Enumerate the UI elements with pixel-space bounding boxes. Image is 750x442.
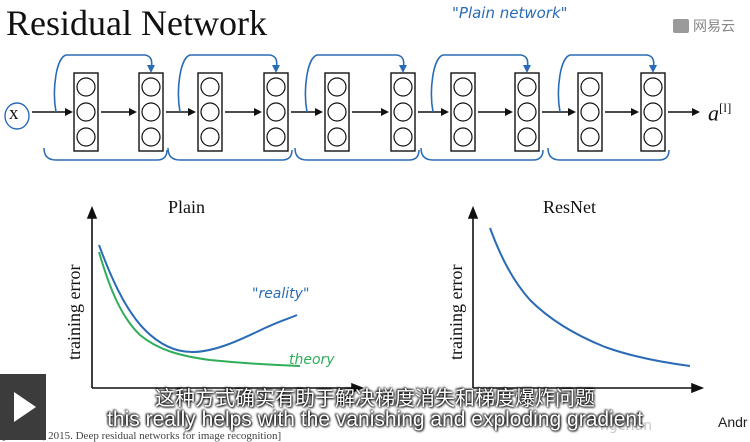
input-node bbox=[4, 102, 30, 130]
neuron bbox=[327, 102, 347, 122]
neuron bbox=[580, 127, 600, 147]
arrow-head bbox=[381, 108, 389, 116]
neuron bbox=[200, 102, 220, 122]
neuron bbox=[141, 127, 161, 147]
neuron bbox=[76, 77, 96, 97]
theory-label: theory bbox=[289, 352, 335, 368]
arrow-head bbox=[568, 108, 576, 116]
neuron bbox=[643, 102, 663, 122]
neuron bbox=[517, 102, 537, 122]
skip-connection bbox=[177, 54, 278, 113]
neuron bbox=[453, 127, 473, 147]
netease-cloud-icon bbox=[673, 19, 689, 33]
neuron bbox=[200, 77, 220, 97]
block-bracket bbox=[43, 147, 168, 161]
neuron bbox=[643, 77, 663, 97]
arrow-head bbox=[631, 108, 639, 116]
output-a: a bbox=[708, 100, 719, 126]
arrow-head bbox=[441, 108, 449, 116]
skip-arrow-head bbox=[399, 65, 407, 73]
arrow-head bbox=[505, 108, 513, 116]
network-diagram bbox=[4, 54, 700, 161]
watermark: ngchun bbox=[600, 418, 653, 434]
output-label: a[l] bbox=[708, 100, 731, 126]
neuron bbox=[76, 127, 96, 147]
neuron bbox=[517, 127, 537, 147]
neuron bbox=[580, 102, 600, 122]
arrow-head bbox=[129, 108, 137, 116]
arrow-head bbox=[188, 108, 196, 116]
subtitle-chinese: 这种方式确实有助于解决梯度消失和梯度爆炸问题 bbox=[155, 386, 595, 410]
neuron bbox=[393, 77, 413, 97]
neuron bbox=[453, 102, 473, 122]
neuron bbox=[200, 127, 220, 147]
slide-title: Residual Network bbox=[6, 3, 267, 43]
neuron bbox=[393, 102, 413, 122]
neuron bbox=[266, 127, 286, 147]
subtitle-english: this really helps with the vanishing and… bbox=[107, 408, 643, 431]
netease-logo: 网易云 bbox=[673, 16, 735, 36]
neuron bbox=[393, 127, 413, 147]
skip-arrow-head bbox=[272, 65, 280, 73]
play-icon bbox=[14, 392, 36, 422]
block-bracket bbox=[420, 147, 544, 161]
neuron bbox=[580, 77, 600, 97]
neuron bbox=[141, 77, 161, 97]
neuron bbox=[266, 102, 286, 122]
play-button[interactable] bbox=[0, 374, 46, 440]
neuron bbox=[643, 127, 663, 147]
resnet-ylabel: training error bbox=[446, 264, 466, 360]
arrow-head bbox=[254, 108, 262, 116]
skip-arrow-head bbox=[649, 65, 657, 73]
neuron bbox=[141, 102, 161, 122]
neuron bbox=[76, 102, 96, 122]
plain-ylabel: training error bbox=[64, 264, 84, 360]
block-bracket bbox=[547, 147, 670, 161]
logo-text: 网易云 bbox=[693, 19, 735, 35]
block-bracket bbox=[167, 147, 293, 161]
skip-connection bbox=[53, 54, 153, 113]
input-x-label: x bbox=[9, 103, 19, 124]
plain-plot-title: Plain bbox=[168, 197, 206, 217]
arrow-head bbox=[65, 108, 73, 116]
theory-curve bbox=[98, 251, 301, 367]
arrow-head bbox=[692, 108, 700, 116]
reality-label: "reality" bbox=[252, 286, 310, 302]
skip-connection bbox=[304, 54, 405, 113]
neuron bbox=[327, 127, 347, 147]
neuron bbox=[453, 77, 473, 97]
block-bracket bbox=[294, 147, 420, 161]
skip-arrow-head bbox=[523, 65, 531, 73]
output-superscript: [l] bbox=[719, 100, 732, 115]
skip-connection bbox=[557, 54, 655, 113]
skip-connection bbox=[430, 54, 529, 113]
left-axes bbox=[86, 205, 365, 394]
skip-arrow-head bbox=[147, 65, 155, 73]
arrow-head bbox=[315, 108, 323, 116]
resnet-plot-title: ResNet bbox=[543, 197, 596, 217]
neuron bbox=[327, 77, 347, 97]
resnet-curve bbox=[489, 227, 691, 367]
right-axes bbox=[467, 205, 705, 394]
neuron bbox=[517, 77, 537, 97]
plain-network-annotation: "Plain network" bbox=[452, 4, 568, 22]
neuron bbox=[266, 77, 286, 97]
citation: [He et al., 2015. Deep residual networks… bbox=[2, 430, 282, 442]
reality-curve bbox=[98, 244, 298, 354]
presenter-name: Andr bbox=[718, 414, 748, 430]
